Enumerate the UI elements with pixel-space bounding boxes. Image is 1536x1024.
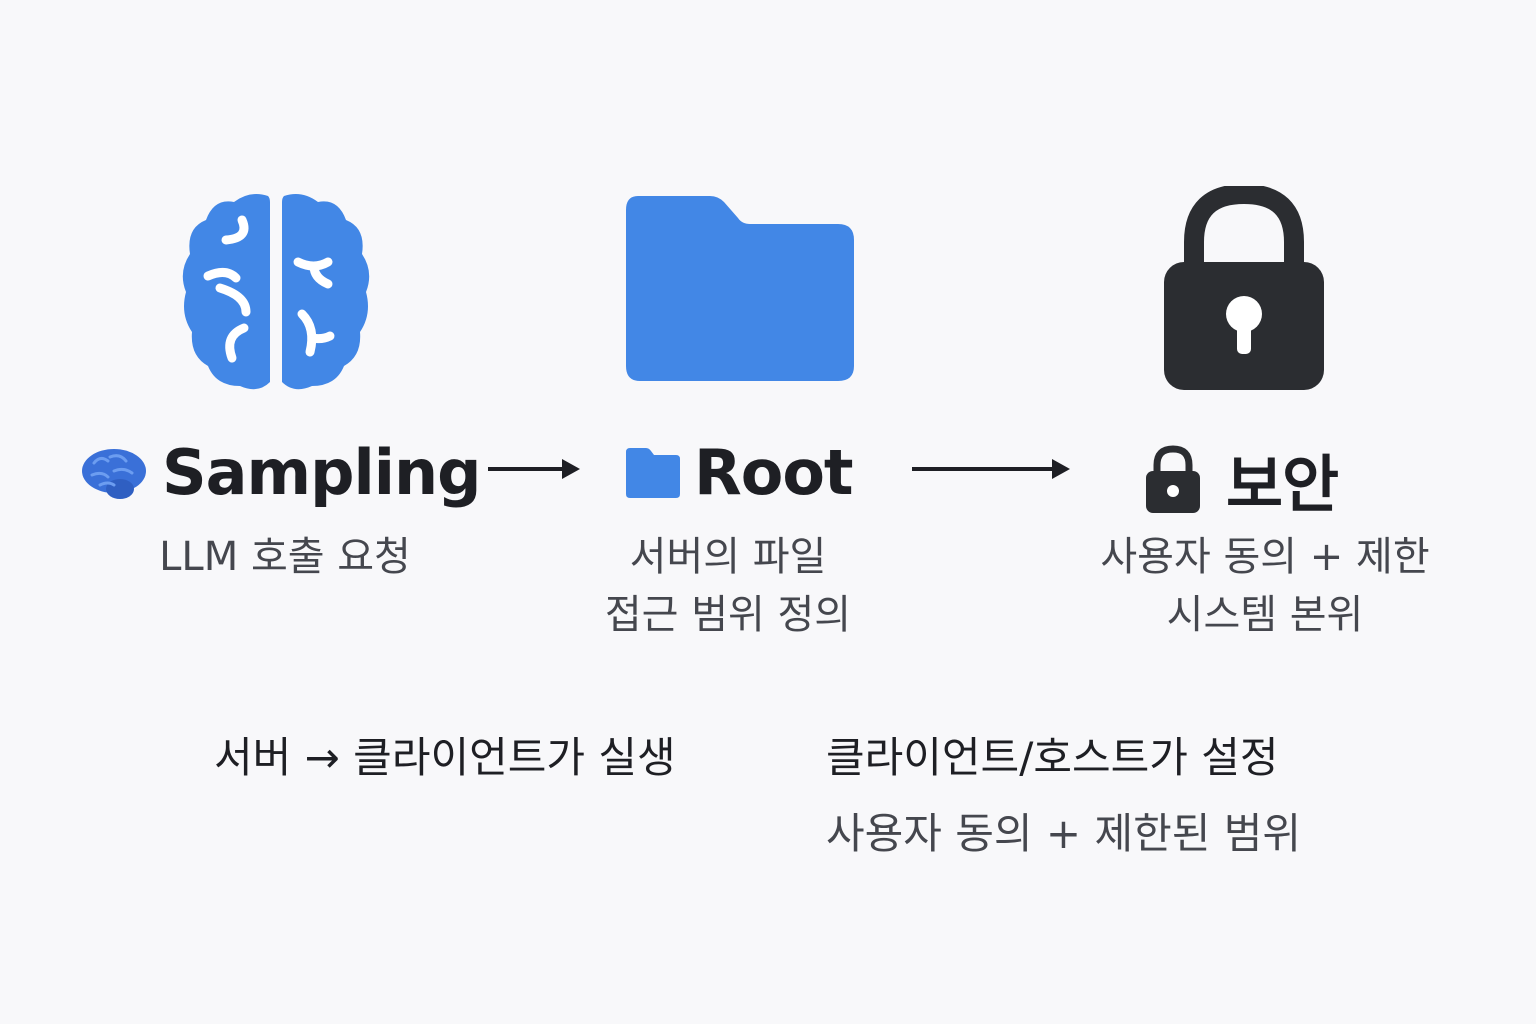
step-title-sampling: Sampling — [80, 436, 481, 509]
desc-line: 서버의 파일 — [629, 534, 827, 580]
step-description: 서버의 파일 접근 범위 정의 — [578, 528, 878, 644]
brain-icon — [178, 188, 374, 393]
config-note-title: 클라이언트/호스트가 설정 — [826, 733, 1279, 782]
step-title-text: Sampling — [162, 436, 481, 509]
desc-line: 시스템 본위 — [1166, 592, 1364, 638]
arrow-right-icon — [910, 456, 1072, 482]
step-description: 사용자 동의 + 제한 시스템 본위 — [1070, 528, 1460, 644]
desc-line: 사용자 동의 + 제한 — [1100, 534, 1430, 580]
brain-emoji-icon — [80, 445, 148, 501]
folder-icon — [624, 196, 856, 382]
step-title-security: 보안 — [1146, 434, 1339, 524]
step-description: LLM 호출 요청 — [130, 528, 440, 586]
lock-small-icon — [1146, 445, 1200, 513]
folder-small-icon — [626, 447, 680, 498]
arrow-right-icon — [486, 456, 582, 482]
step-title-text: Root — [694, 436, 854, 509]
lock-icon — [1164, 186, 1324, 390]
config-note-subtitle: 사용자 동의 + 제한된 범위 — [826, 809, 1301, 858]
desc-line: 접근 범위 정의 — [604, 592, 852, 638]
desc-line: LLM 호출 요청 — [159, 534, 411, 580]
step-title-text: 보안 — [1226, 448, 1339, 521]
flow-note: 서버 → 클라이언트가 실생 — [214, 733, 676, 782]
step-title-root: Root — [626, 436, 854, 509]
